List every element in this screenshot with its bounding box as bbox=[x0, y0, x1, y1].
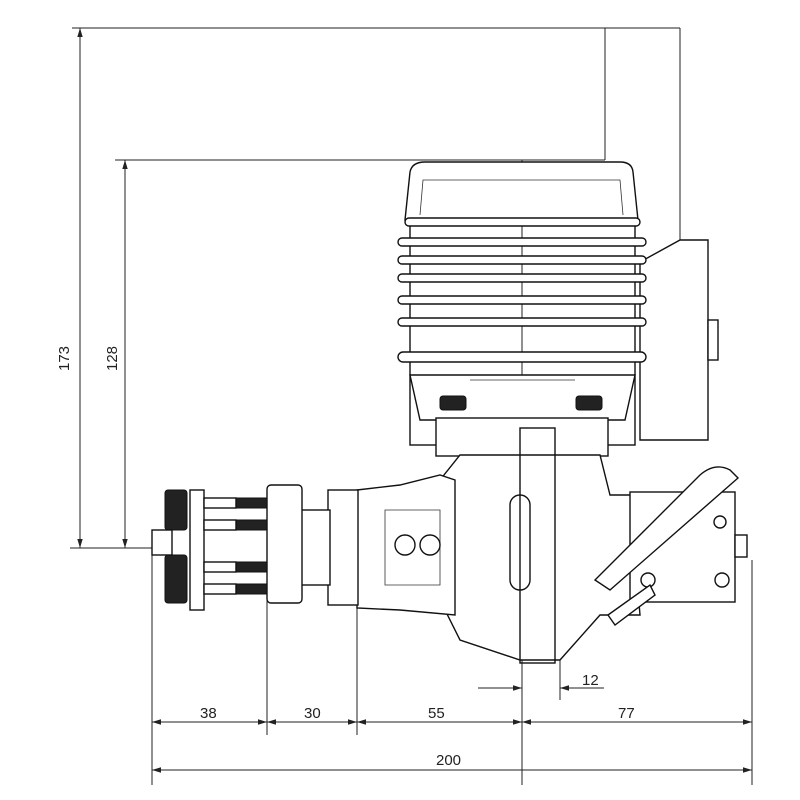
dim-label-prop-hub-length: 38 bbox=[200, 705, 217, 722]
intake-manifold bbox=[639, 239, 709, 441]
hub bbox=[266, 484, 303, 604]
dim-label-rear-length: 77 bbox=[618, 705, 635, 722]
cylinder-head-cover bbox=[404, 161, 639, 221]
dim-label-overall-length: 200 bbox=[436, 752, 462, 769]
dim-label-spacer-length: 30 bbox=[304, 705, 321, 722]
dim-label-overall-height: 173 bbox=[56, 345, 74, 372]
crankcase-top bbox=[435, 417, 609, 457]
dimension-lines bbox=[77, 28, 752, 773]
dim-label-cylinder-height: 128 bbox=[104, 345, 122, 372]
spacer bbox=[327, 489, 359, 606]
bolt-head-left bbox=[439, 395, 467, 411]
prop-bolts bbox=[151, 489, 268, 611]
engine bbox=[151, 161, 748, 664]
cooling-fins bbox=[397, 217, 647, 363]
crankcase bbox=[439, 454, 641, 661]
fuel-line bbox=[593, 466, 740, 591]
dim-label-crankcase-front: 55 bbox=[428, 705, 445, 722]
bolt-head-right bbox=[575, 395, 603, 411]
dim-label-offset: 12 bbox=[582, 672, 599, 689]
